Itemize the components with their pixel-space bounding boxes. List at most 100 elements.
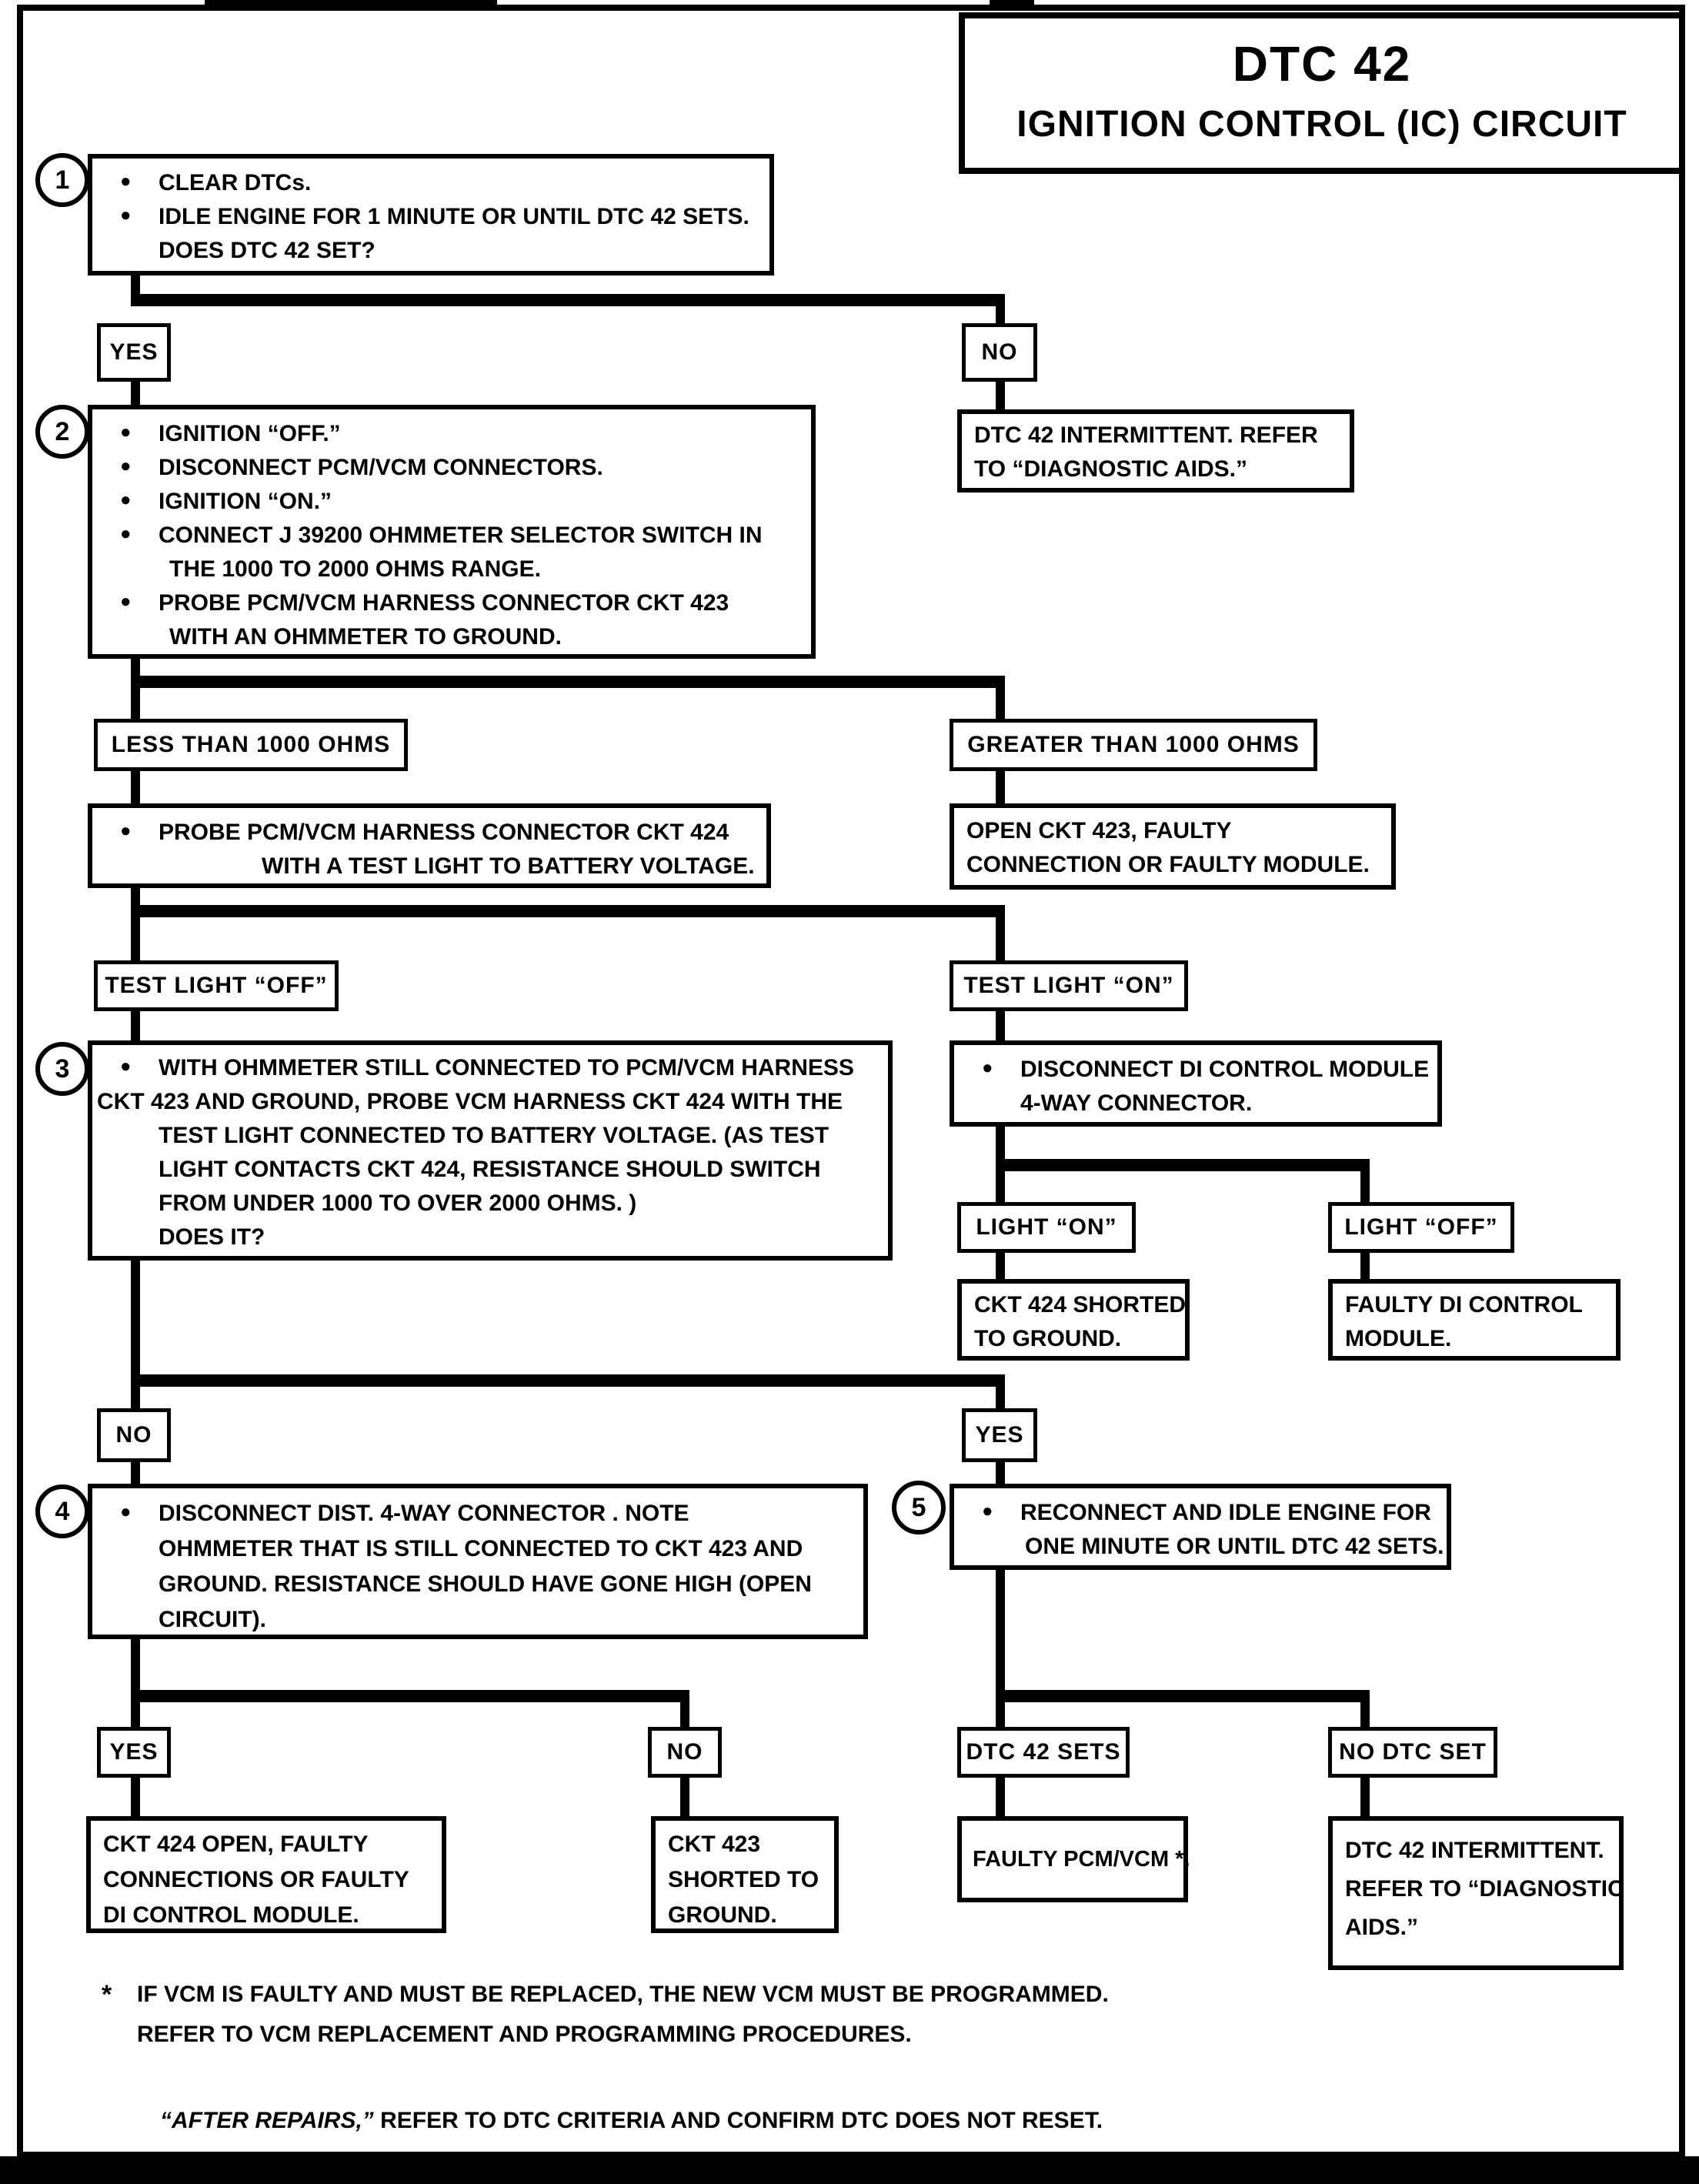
text-line: RECONNECT AND IDLE ENGINE FOR (1020, 1500, 1431, 1525)
connector-line (996, 1778, 1005, 1816)
text-line: PROBE PCM/VCM HARNESS CONNECTOR CKT 423 (159, 590, 729, 616)
branch-label-greater-than-1000: GREATER THAN 1000 OHMS (950, 719, 1317, 771)
branch-label-test-light-off: TEST LIGHT “OFF” (94, 960, 339, 1011)
branch-text: LIGHT “ON” (976, 1214, 1117, 1240)
text-line: FAULTY DI CONTROL (1345, 1292, 1583, 1317)
text-line: REFER TO “DIAGNOSTIC (1345, 1876, 1624, 1902)
connector-line (996, 382, 1005, 409)
text-line: WITH AN OHMMETER TO GROUND. (169, 624, 562, 650)
connector-line (131, 1011, 140, 1040)
step-number-circle-3: 3 (35, 1042, 89, 1096)
text-line: CKT 423 (668, 1832, 761, 1857)
after-repairs-text: REFER TO DTC CRITERIA AND CONFIRM DTC DO… (373, 2108, 1103, 2133)
text-line: SHORTED TO (668, 1867, 819, 1892)
footnote-line: IF VCM IS FAULTY AND MUST BE REPLACED, T… (137, 1982, 1109, 2007)
footnote: *IF VCM IS FAULTY AND MUST BE REPLACED, … (102, 1975, 1109, 2055)
branch-text: TEST LIGHT “OFF” (105, 973, 328, 998)
connector-line (996, 688, 1005, 719)
text-line: FROM UNDER 1000 TO OVER 2000 OHMS. ) (159, 1191, 637, 1216)
outcome-box-dtc42-intermittent-2: DTC 42 INTERMITTENT. REFER TO “DIAGNOSTI… (1328, 1816, 1624, 1970)
connector-line (131, 659, 140, 679)
step-number-circle-5: 5 (892, 1481, 946, 1534)
connector-line (996, 1171, 1005, 1202)
text-line: CKT 423 AND GROUND, PROBE VCM HARNESS CK… (97, 1089, 843, 1114)
text-line: DISCONNECT DI CONTROL MODULE (1020, 1057, 1430, 1082)
flow-box-step3: ●WITH OHMMETER STILL CONNECTED TO PCM/VC… (88, 1040, 893, 1261)
connector-line (996, 1387, 1005, 1408)
connector-line (131, 905, 1005, 917)
connector-line (131, 294, 1005, 306)
flow-box-step5: ●RECONNECT AND IDLE ENGINE FOR ONE MINUT… (950, 1484, 1451, 1570)
text-line: DTC 42 INTERMITTENT. (1345, 1838, 1604, 1863)
connector-line (1360, 1253, 1370, 1279)
connector-line (1360, 1778, 1370, 1816)
bullet-icon: ● (120, 591, 132, 612)
branch-label-no-3: NO (648, 1727, 722, 1778)
text-line: TEST LIGHT CONNECTED TO BATTERY VOLTAGE.… (159, 1123, 829, 1148)
branch-label-no-2: NO (97, 1408, 171, 1462)
after-repairs-note: “AFTER REPAIRS,” REFER TO DTC CRITERIA A… (160, 2101, 1103, 2141)
branch-label-no-1: NO (962, 323, 1037, 382)
bullet-icon: ● (120, 489, 132, 510)
footnote-line: REFER TO VCM REPLACEMENT AND PROGRAMMING… (137, 2022, 912, 2047)
connector-line (131, 1690, 689, 1702)
connector-line (996, 1127, 1005, 1162)
connector-line (131, 688, 140, 719)
outcome-box-dtc42-intermittent-1: DTC 42 INTERMITTENT. REFER TO “DIAGNOSTI… (957, 409, 1354, 493)
step-number: 3 (55, 1054, 70, 1084)
text-line: DISCONNECT DIST. 4-WAY CONNECTOR . NOTE (159, 1501, 689, 1526)
connector-line (131, 676, 1005, 688)
branch-text: GREATER THAN 1000 OHMS (967, 732, 1300, 757)
connector-line (996, 1690, 1370, 1702)
page-title: DTC 42 (1232, 36, 1412, 92)
page-subtitle: IGNITION CONTROL (IC) CIRCUIT (1016, 104, 1627, 145)
text-line: GROUND. RESISTANCE SHOULD HAVE GONE HIGH… (159, 1571, 812, 1597)
outcome-box-ckt424-shorted: CKT 424 SHORTED TO GROUND. (957, 1279, 1190, 1361)
title-box: DTC 42 IGNITION CONTROL (IC) CIRCUIT (959, 12, 1685, 174)
connector-line (996, 1011, 1005, 1040)
connector-line (131, 771, 140, 803)
connector-line (131, 1462, 140, 1484)
connector-line (996, 1159, 1370, 1171)
text-line: IDLE ENGINE FOR 1 MINUTE OR UNTIL DTC 42… (159, 204, 749, 229)
text-line: CONNECTIONS OR FAULTY (103, 1867, 409, 1892)
page-border (17, 5, 1685, 2158)
outcome-box-open-ckt423: OPEN CKT 423, FAULTY CONNECTION OR FAULT… (950, 803, 1396, 890)
text-line: DISCONNECT PCM/VCM CONNECTORS. (159, 455, 603, 480)
text-line: OPEN CKT 423, FAULTY (966, 818, 1232, 843)
outcome-box-faulty-pcm-vcm: FAULTY PCM/VCM *. (957, 1816, 1190, 1902)
connector-line (131, 888, 140, 908)
step-number-circle-4: 4 (35, 1484, 89, 1538)
text-line: PROBE PCM/VCM HARNESS CONNECTOR CKT 424 (159, 820, 729, 845)
step-number-circle-2: 2 (35, 405, 89, 459)
step-number: 5 (911, 1492, 926, 1522)
bullet-icon: ● (120, 523, 132, 544)
bullet-icon: ● (982, 1501, 993, 1521)
connector-line (131, 1261, 140, 1378)
step-number-circle-1: 1 (35, 153, 89, 207)
branch-text: NO (666, 1739, 703, 1765)
connector-line (996, 1253, 1005, 1279)
branch-text: YES (109, 1739, 159, 1765)
action-box-probe-ckt424: ●PROBE PCM/VCM HARNESS CONNECTOR CKT 424… (88, 803, 771, 888)
branch-text: TEST LIGHT “ON” (963, 973, 1174, 998)
branch-label-yes-2: YES (962, 1408, 1037, 1462)
text-line: CLEAR DTCs. (159, 170, 312, 195)
text-line: WITH A TEST LIGHT TO BATTERY VOLTAGE. (262, 853, 755, 879)
branch-label-less-than-1000: LESS THAN 1000 OHMS (94, 719, 408, 771)
text-line: FAULTY PCM/VCM *. (973, 1847, 1190, 1872)
connector-line (996, 305, 1005, 325)
scan-artifact (990, 0, 1034, 7)
branch-text: YES (975, 1422, 1024, 1448)
connector-line (131, 1639, 140, 1693)
connector-line (131, 1374, 1005, 1387)
bottom-bar (0, 2156, 1699, 2184)
connector-line (996, 771, 1005, 803)
connector-line (131, 1702, 140, 1727)
outcome-box-ckt424-open: CKT 424 OPEN, FAULTY CONNECTIONS OR FAUL… (86, 1816, 446, 1933)
text-line: TO GROUND. (974, 1326, 1122, 1351)
bullet-icon: ● (120, 171, 132, 192)
branch-text: LIGHT “OFF” (1344, 1214, 1498, 1240)
bullet-icon: ● (120, 205, 132, 225)
